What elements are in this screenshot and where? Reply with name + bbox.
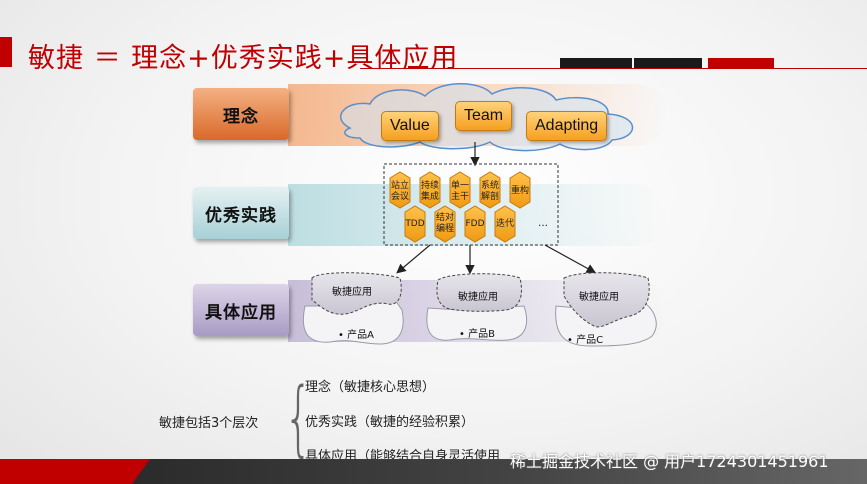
practice-tdd: TDD [405,219,425,229]
summary-brace: { [284,371,313,466]
practice-trunk: 单一 主干 [450,181,469,202]
summary-lead: 敏捷包括3个层次 [159,416,259,431]
application-a-product: • 产品A [338,330,374,341]
practice-refactor: 重构 [510,186,529,196]
practice-dashed-box [383,163,559,246]
footer-red-accent [0,459,150,484]
summary-item-practice: 优秀实践（敏捷的经验积累） [305,415,475,430]
practice-hex-row-2 [404,205,516,243]
application-c-label: 敏捷应用 [579,292,619,303]
application-b-label: 敏捷应用 [458,292,498,303]
title-underline [360,68,867,69]
level-label-practice: 优秀实践 [193,187,289,239]
concept-tag-adapting: Adapting [526,111,608,141]
header-dark-block-1 [560,58,632,68]
header-red-block [708,58,774,68]
header-dark-block-2 [634,58,702,68]
application-a-label: 敏捷应用 [332,287,372,298]
practice-system-analysis: 系统 解剖 [480,181,499,202]
practice-iteration: 迭代 [495,219,514,229]
practice-pair: 结对 编程 [435,213,454,234]
level-label-concept: 理念 [193,88,289,140]
summary-item-concept: 理念（敏捷核心思想） [305,380,436,395]
concept-tag-value: Value [381,111,439,141]
application-c-product: • 产品C [567,335,604,346]
application-blob-c [555,272,657,347]
practice-standup: 站立 会议 [390,181,409,202]
practice-fdd: FDD [465,219,485,229]
concept-tag-team: Team [455,101,513,131]
application-blob-a [302,272,404,345]
application-b-product: • 产品B [459,329,495,340]
watermark: 稀土掘金技术社区 @ 用户1724301451961 [510,452,829,471]
practice-hex-row-1 [389,171,531,209]
application-blob-b [426,273,528,341]
practice-ci: 持续 集成 [420,181,439,202]
level-label-application: 具体应用 [193,284,289,336]
title-accent-bar [0,37,12,67]
practice-more: … [538,218,548,229]
